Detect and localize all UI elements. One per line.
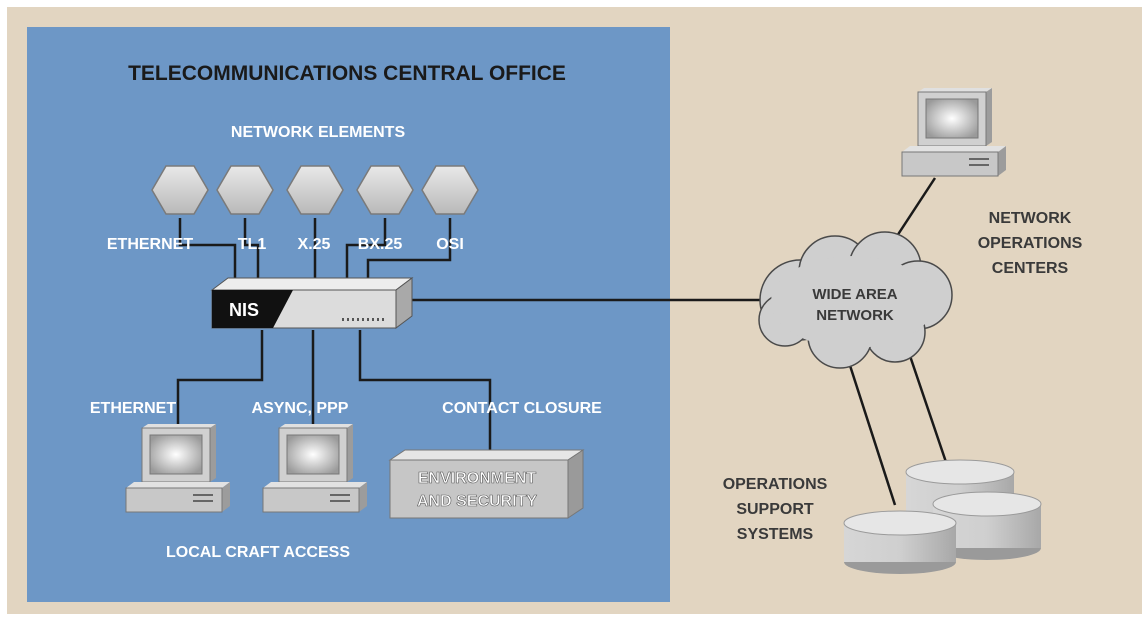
noc-terminal-icon xyxy=(901,88,1006,177)
terminal-icon xyxy=(262,424,367,513)
oss-label-line3: SYSTEMS xyxy=(737,526,814,543)
network-elements xyxy=(151,165,479,215)
network-element-icon xyxy=(356,165,414,215)
network-element-icon xyxy=(216,165,274,215)
noc-label-line2: OPERATIONS xyxy=(978,235,1083,252)
central-office-title: TELECOMMUNICATIONS CENTRAL OFFICE xyxy=(128,62,566,85)
wan-label-line1: WIDE AREA xyxy=(812,286,897,303)
oss-label-line1: OPERATIONS xyxy=(723,476,828,493)
protocol-labels: ETHERNET TL1 X.25 BX.25 OSI xyxy=(107,236,464,253)
local-link-label-async-ppp: ASYNC, PPP xyxy=(252,400,349,417)
nis-label: NIS xyxy=(229,300,259,320)
database-icon xyxy=(932,491,1042,560)
protocol-label-ethernet: ETHERNET xyxy=(107,236,193,253)
terminal-icon xyxy=(125,424,230,513)
cloud-fill xyxy=(771,256,935,348)
network-element-icon xyxy=(286,165,344,215)
network-elements-heading: NETWORK ELEMENTS xyxy=(231,124,406,141)
noc-label-line3: CENTERS xyxy=(992,260,1069,277)
protocol-label-bx25: BX.25 xyxy=(358,236,403,253)
env-security-label-line1: ENVIRONMENT xyxy=(418,470,536,487)
wan-label-line2: NETWORK xyxy=(816,307,894,324)
local-link-label-contact-closure: CONTACT CLOSURE xyxy=(442,400,602,417)
protocol-label-tl1: TL1 xyxy=(238,236,267,253)
environment-security-box-icon: ENVIRONMENT AND SECURITY xyxy=(388,449,585,519)
local-link-label-ethernet: ETHERNET xyxy=(90,400,176,417)
env-security-label-line2: AND SECURITY xyxy=(417,493,537,510)
network-element-icon xyxy=(151,165,209,215)
connection-lines xyxy=(176,177,950,506)
protocol-label-osi: OSI xyxy=(436,236,464,253)
local-craft-access-label: LOCAL CRAFT ACCESS xyxy=(166,544,350,561)
oss-label-line2: SUPPORT xyxy=(736,501,814,518)
database-icon xyxy=(843,510,957,574)
nis-device-icon: NIS xyxy=(210,277,414,329)
noc-label-line1: NETWORK xyxy=(989,210,1072,227)
protocol-label-x25: X.25 xyxy=(298,236,331,253)
network-element-icon xyxy=(421,165,479,215)
